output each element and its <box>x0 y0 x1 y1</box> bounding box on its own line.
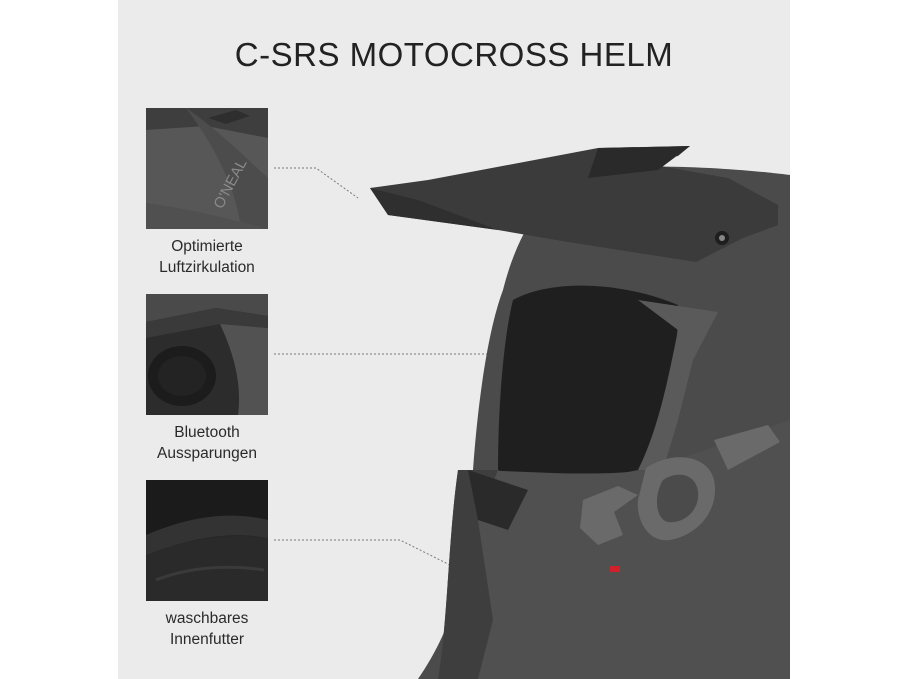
visor-closeup-icon: O'NEAL <box>146 108 268 229</box>
feature-thumbnail-bluetooth <box>146 294 268 415</box>
feature-caption-ventilation: Optimierte Luftzirkulation <box>130 236 284 278</box>
feature-caption-line1: Optimierte <box>171 238 243 255</box>
red-accent-icon <box>610 566 620 572</box>
feature-thumbnail-ventilation: O'NEAL <box>146 108 268 229</box>
helmet-visor-icon <box>370 146 778 262</box>
feature-caption-bluetooth: Bluetooth Aussparungen <box>130 422 284 464</box>
feature-caption-line2: Aussparungen <box>157 445 257 462</box>
liner-closeup-icon <box>146 480 268 601</box>
feature-caption-line1: waschbares <box>165 610 249 627</box>
goggle-opening-icon <box>498 285 678 482</box>
feature-caption-line2: Luftzirkulation <box>159 259 255 276</box>
brand-logo-graphic-icon <box>580 486 638 545</box>
product-image-frame: C-SRS MOTOCROSS HELM O'NEAL Optimierte L… <box>118 0 790 679</box>
ear-pocket-closeup-icon <box>146 294 268 415</box>
helmet-illustration <box>370 146 790 679</box>
feature-caption-line2: Innenfutter <box>169 631 245 648</box>
feature-caption-line1: Bluetooth <box>174 424 240 441</box>
feature-caption-liner: waschbares Innenfutter <box>130 608 284 650</box>
page-title: C-SRS MOTOCROSS HELM <box>234 36 674 73</box>
feature-thumbnail-liner <box>146 480 268 601</box>
